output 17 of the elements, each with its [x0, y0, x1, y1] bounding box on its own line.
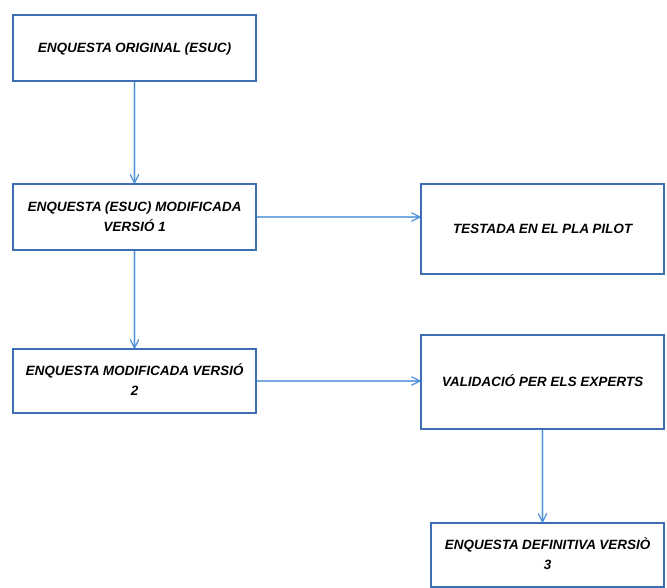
box-text: ENQUESTA (ESUC) MODIFICADA VERSIÓ 1 [26, 198, 242, 236]
arrow [257, 212, 421, 222]
box-text: VALIDACIÓ PER ELS EXPERTS [442, 373, 644, 392]
box-text: ENQUESTA DEFINITIVA VERSIÒ 3 [444, 536, 652, 574]
box-text: ENQUESTA MODIFICADA VERSIÓ 2 [24, 362, 244, 400]
process-box [12, 183, 257, 251]
process-box [12, 348, 257, 414]
arrow [257, 376, 421, 386]
arrow [129, 82, 140, 184]
box-text: TESTADA EN EL PLA PILOT [452, 220, 632, 238]
process-box [420, 183, 665, 275]
box-text: ENQUESTA ORIGINAL (ESUC) [38, 39, 232, 58]
process-box [12, 14, 257, 82]
arrow [129, 251, 140, 349]
process-box [430, 522, 665, 588]
process-box [420, 334, 665, 430]
arrow [537, 430, 548, 523]
